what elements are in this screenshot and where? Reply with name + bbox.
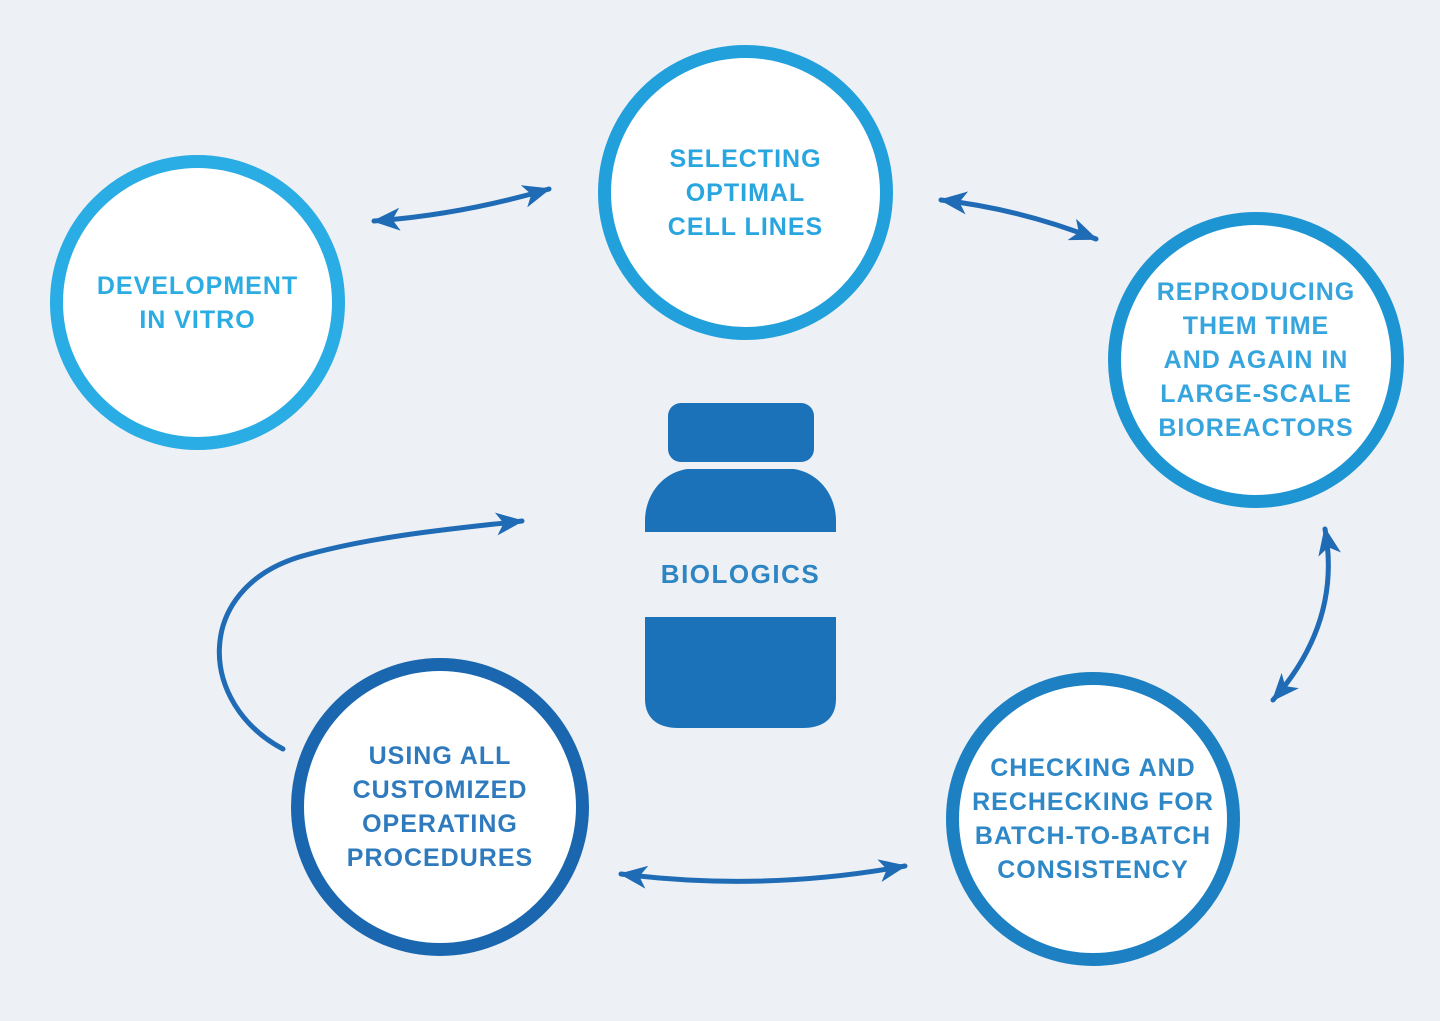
- biologics-bottle: BIOLOGICS: [643, 403, 838, 728]
- step-checking-batch-consistency: CHECKING AND RECHECKING FOR BATCH-TO-BAT…: [946, 672, 1240, 966]
- medicine-bottle-icon: [645, 403, 836, 728]
- bottle-shoulder: [645, 469, 836, 532]
- arrow-selecting-reproducing: [938, 191, 1099, 242]
- arrow-development-selecting: [371, 185, 552, 231]
- bottle-label: BIOLOGICS: [660, 559, 821, 589]
- step-selecting-optimal-cell-lines: SELECTING OPTIMAL CELL LINES: [598, 45, 893, 340]
- step-label-checking-batch-consistency: CHECKING AND RECHECKING FOR BATCH-TO-BAT…: [972, 754, 1214, 884]
- arrow-procedures-to-biologics: [216, 512, 525, 752]
- step-label-development-in-vitro: DEVELOPMENT IN VITRO: [96, 271, 299, 334]
- arrow-reproducing-checking: [1270, 526, 1341, 703]
- step-label-using-customized-procedures: USING ALL CUSTOMIZED OPERATING PROCEDURE…: [346, 742, 534, 872]
- step-using-customized-procedures: USING ALL CUSTOMIZED OPERATING PROCEDURE…: [291, 658, 589, 956]
- bottle-body: [645, 617, 836, 728]
- step-label-selecting-optimal-cell-lines: SELECTING OPTIMAL CELL LINES: [667, 144, 824, 241]
- step-reproducing-in-bioreactors: REPRODUCING THEM TIME AND AGAIN IN LARGE…: [1108, 212, 1404, 508]
- bottle-cap: [668, 403, 814, 462]
- arrow-procedures-checking: [618, 859, 908, 889]
- step-label-reproducing-in-bioreactors: REPRODUCING THEM TIME AND AGAIN IN LARGE…: [1156, 278, 1356, 442]
- step-development-in-vitro: DEVELOPMENT IN VITRO: [50, 155, 345, 450]
